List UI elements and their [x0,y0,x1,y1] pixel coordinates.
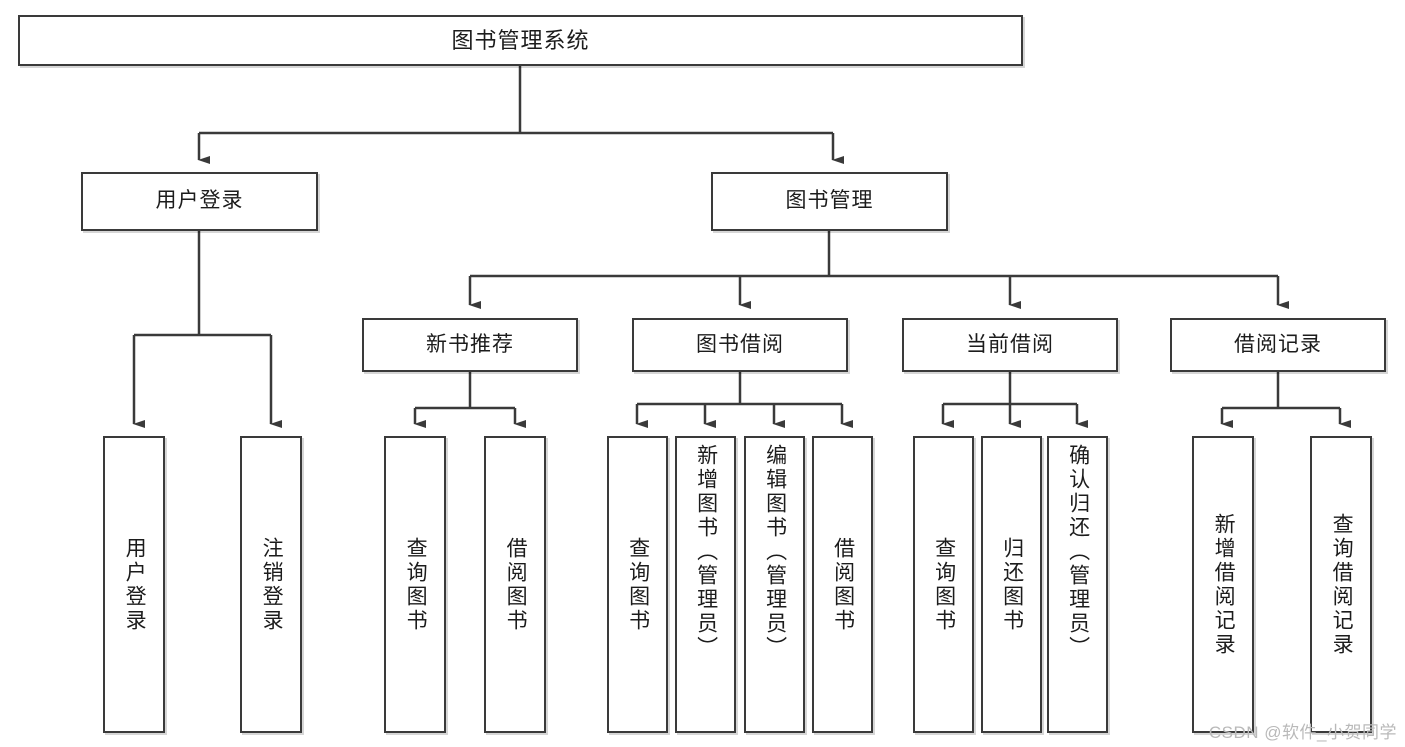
node-label: 编辑图书（管理员） [763,444,787,660]
node-label: 当前借阅 [966,332,1054,356]
leaf-add-borrow-record[interactable]: 新增借阅记录 [1192,436,1254,733]
node-label: 用户登录 [155,189,244,213]
node-label: 借阅图书 [504,536,528,633]
node-label: 图书管理 [785,189,874,213]
node-user-login[interactable]: 用户登录 [81,172,318,231]
leaf-query-borrow-record[interactable]: 查询借阅记录 [1310,436,1372,733]
leaf-user-login[interactable]: 用户登录 [103,436,165,733]
node-new-book-recommend[interactable]: 新书推荐 [362,318,578,372]
node-label: 新增图书（管理员） [694,444,718,660]
node-label: 查询图书 [404,536,428,633]
leaf-query-book-2[interactable]: 查询图书 [607,436,668,733]
watermark-text: CSDN @软件_小贺同学 [1208,723,1397,742]
node-label: 新增借阅记录 [1212,512,1236,657]
leaf-return-book[interactable]: 归还图书 [981,436,1042,733]
leaf-query-book-1[interactable]: 查询图书 [384,436,446,733]
leaf-logout-login[interactable]: 注销登录 [240,436,302,733]
node-label: 确认归还（管理员） [1066,444,1090,660]
leaf-borrow-book-2[interactable]: 借阅图书 [812,436,873,733]
node-label: 图书借阅 [696,332,784,356]
node-book-borrow[interactable]: 图书借阅 [632,318,848,372]
node-label: 查询图书 [626,536,650,633]
node-label: 归还图书 [1000,536,1024,633]
node-label: 借阅图书 [831,536,855,633]
node-label: 新书推荐 [426,332,514,356]
node-current-borrow[interactable]: 当前借阅 [902,318,1118,372]
node-label: 用户登录 [123,536,147,633]
leaf-borrow-book-1[interactable]: 借阅图书 [484,436,546,733]
node-label: 注销登录 [260,536,284,633]
node-label: 图书管理系统 [451,27,590,53]
node-label: 查询借阅记录 [1330,512,1354,657]
leaf-add-book-admin[interactable]: 新增图书（管理员） [675,436,736,733]
leaf-confirm-return-admin[interactable]: 确认归还（管理员） [1047,436,1108,733]
node-label: 借阅记录 [1234,332,1322,356]
node-root-system[interactable]: 图书管理系统 [18,15,1023,66]
leaf-edit-book-admin[interactable]: 编辑图书（管理员） [744,436,805,733]
leaf-query-book-3[interactable]: 查询图书 [913,436,974,733]
node-book-manage[interactable]: 图书管理 [711,172,948,231]
node-borrow-record[interactable]: 借阅记录 [1170,318,1386,372]
node-label: 查询图书 [932,536,956,633]
